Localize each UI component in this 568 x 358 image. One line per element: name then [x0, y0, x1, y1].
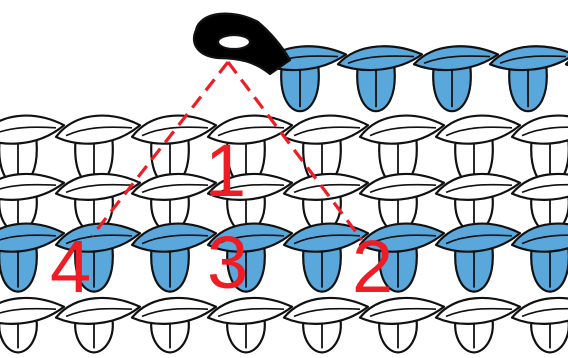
stitch-chain [56, 116, 140, 144]
stitch-chain [56, 174, 140, 200]
stitch-chain [360, 174, 444, 200]
step-number-4: 4 [50, 225, 91, 308]
stitch-chain [284, 116, 368, 144]
stitch-chain [436, 174, 520, 200]
row-white-1-chains [0, 116, 568, 144]
stitch-chain [132, 298, 216, 324]
stitch-chain [360, 116, 444, 144]
step-number-1: 1 [205, 129, 246, 212]
stitch-chain [436, 116, 520, 144]
working-loop [194, 14, 290, 74]
stitch-chain [132, 116, 216, 144]
stitch-chain [284, 174, 368, 200]
stitch-chain [414, 46, 498, 70]
step-number-3: 3 [207, 221, 248, 304]
step-number-2: 2 [352, 225, 393, 308]
stitch-chain [132, 224, 216, 252]
stitch-chain [436, 224, 520, 252]
loop-hole [218, 35, 250, 49]
stitch-chain [338, 46, 422, 70]
top-row-blue-chains [262, 46, 568, 70]
stitch-chain [436, 298, 520, 324]
row-white-2-chains [0, 174, 568, 200]
stitch-chain [490, 46, 568, 70]
stitch-chain [132, 174, 216, 200]
